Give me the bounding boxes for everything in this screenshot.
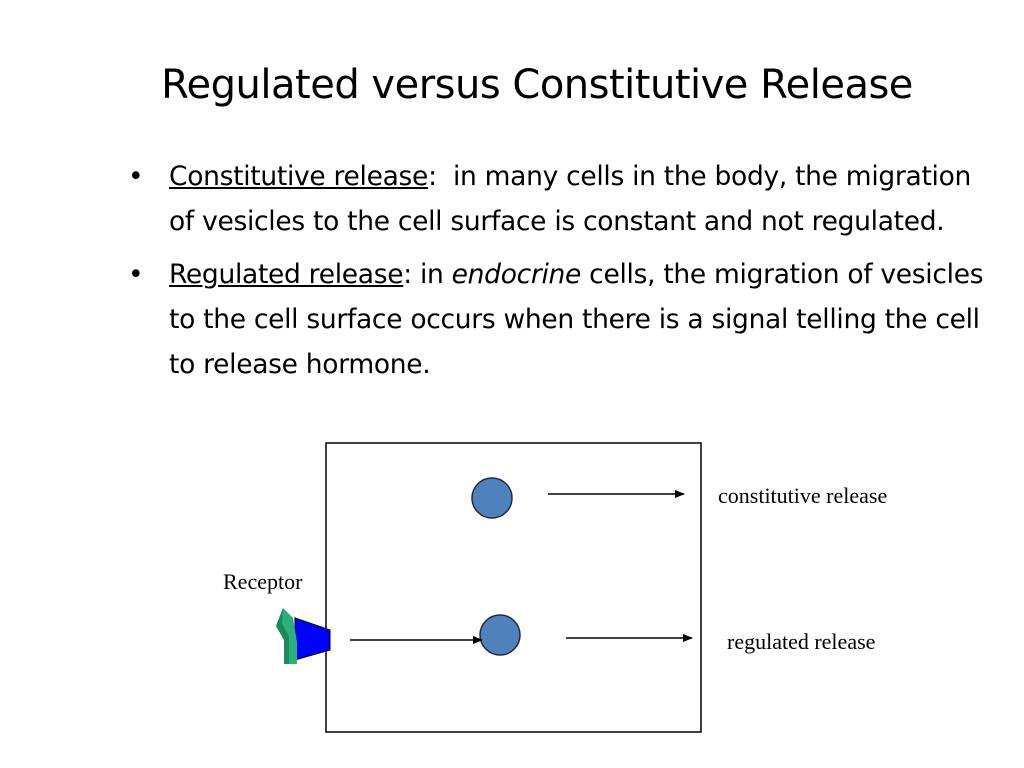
bullet-separator: :: [428, 161, 437, 192]
bullet-separator: :: [403, 259, 412, 290]
bullet-term: Regulated release: [169, 259, 404, 290]
constitutive-vesicle: [471, 477, 513, 519]
constitutive-release-label: constitutive release: [718, 483, 887, 508]
bullet-marker: •: [128, 161, 144, 192]
bullet-text-continued: cells, the migration of vesicles to the …: [169, 259, 992, 380]
receptor-label: Receptor: [223, 569, 303, 594]
receptor-shape: [294, 617, 331, 661]
regulated-release-label: regulated release: [727, 629, 875, 654]
bullet-item-regulated: • Regulated release: in endocrine cells,…: [128, 252, 988, 387]
bullet-marker: •: [128, 259, 144, 290]
bullet-text: in many cells in the body, the migration…: [169, 161, 980, 237]
slide-title: Regulated versus Constitutive Release: [161, 62, 913, 108]
signal-molecule-shade: [276, 608, 289, 664]
bullet-item-constitutive: • Constitutive release: in many cells in…: [128, 154, 988, 244]
bullet-text: in: [411, 259, 452, 290]
regulated-vesicle: [479, 614, 521, 656]
bullet-list: • Constitutive release: in many cells in…: [128, 154, 988, 395]
cell-boundary: [325, 442, 702, 733]
bullet-emphasis: endocrine: [451, 259, 582, 290]
bullet-term: Constitutive release: [169, 161, 429, 192]
